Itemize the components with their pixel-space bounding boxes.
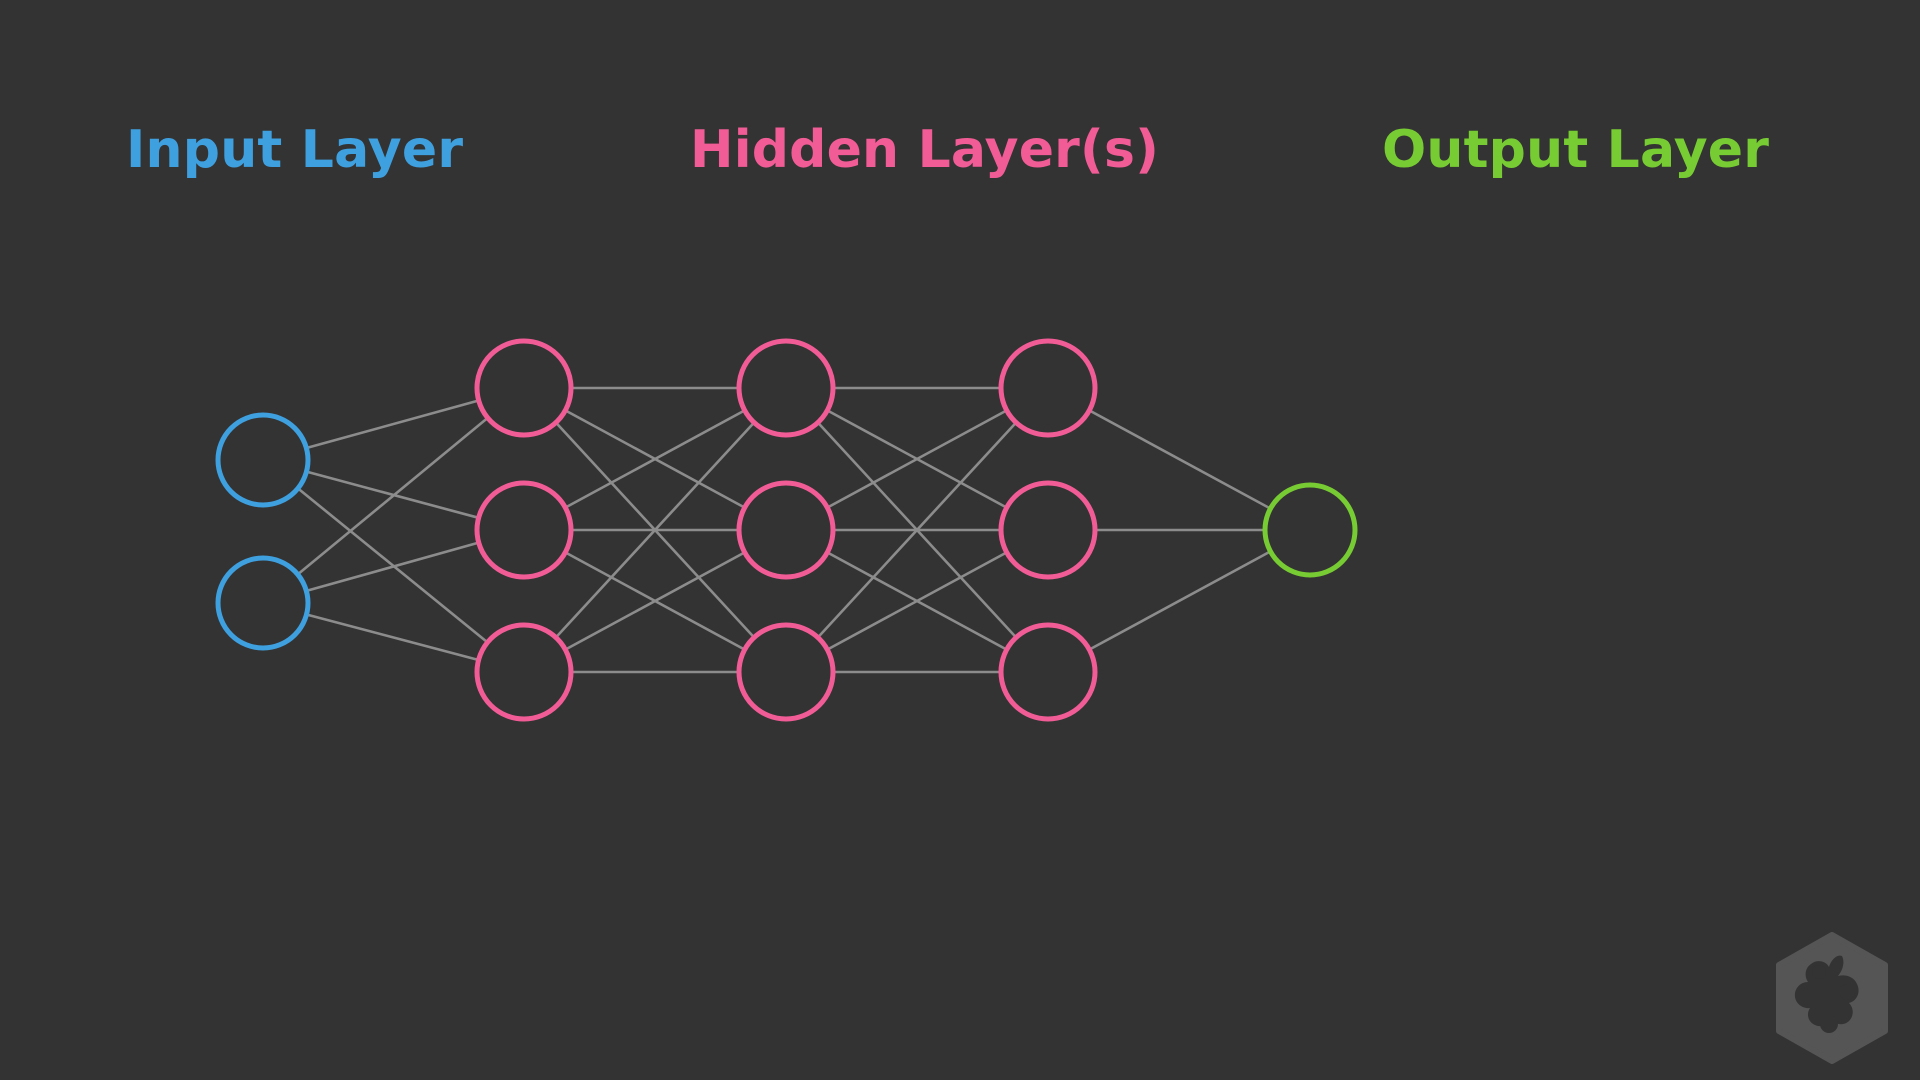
neuron-node-h3-3	[998, 622, 1098, 722]
connection-edge	[1088, 550, 1271, 651]
neuron-node-i2	[215, 555, 311, 651]
hexagon-neuron-logo-icon	[1776, 932, 1888, 1064]
neuron-node-h3-2	[998, 480, 1098, 580]
connection-edge	[297, 417, 489, 576]
connection-edge	[564, 551, 746, 651]
neuron-nodes	[215, 338, 1358, 722]
neuron-node-h2-1	[736, 338, 836, 438]
neuron-node-h1-1	[474, 338, 574, 438]
neuron-node-i1	[215, 412, 311, 508]
neuron-node-h2-3	[736, 622, 836, 722]
neuron-node-h2-2	[736, 480, 836, 580]
connection-edge	[817, 421, 1017, 639]
watermark-neuron-glyph	[1794, 955, 1859, 1033]
connection-edge	[305, 541, 480, 592]
neuron-node-h3-1	[998, 338, 1098, 438]
connection-edge	[826, 409, 1008, 509]
connection-edge	[564, 409, 746, 509]
connection-edge	[555, 421, 755, 639]
connection-edge	[826, 551, 1008, 651]
neuron-node-o1	[1262, 482, 1358, 578]
neuron-node-h1-3	[474, 622, 574, 722]
neuron-node-h1-2	[474, 480, 574, 580]
connection-edge	[1088, 409, 1271, 510]
output-layer-label: Output Layer	[1382, 120, 1770, 180]
input-layer-label: Input Layer	[126, 120, 464, 180]
connection-edge	[306, 613, 479, 662]
hidden-layer-label: Hidden Layer(s)	[690, 120, 1160, 180]
connection-edges	[297, 386, 1271, 674]
connection-edge	[306, 399, 480, 450]
